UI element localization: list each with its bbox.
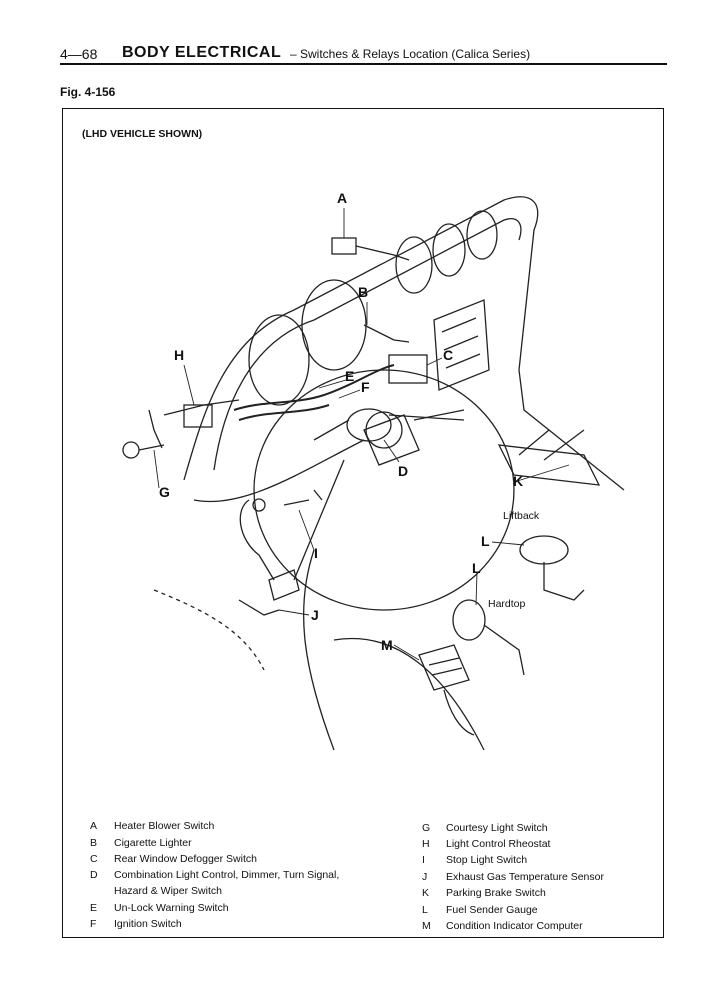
callout-m: M <box>381 637 393 653</box>
figure-note: (LHD VEHICLE SHOWN) <box>82 128 203 140</box>
callout-b: B <box>358 284 369 300</box>
page-number: 4—68 <box>60 46 98 62</box>
section-subtitle: – Switches & Relays Location (Calica Ser… <box>290 47 531 61</box>
callout-c: C <box>443 347 454 363</box>
figure-frame <box>62 108 664 938</box>
hardtop-label: Hardtop <box>488 598 526 610</box>
callout-a: A <box>337 190 348 206</box>
callout-f: F <box>361 379 370 395</box>
liftback-label: Liftback <box>503 510 540 522</box>
header-rule <box>60 63 667 65</box>
callout-i: I <box>314 545 318 561</box>
callout-j: J <box>311 607 319 623</box>
page-header: 4—68 BODY ELECTRICAL – Switches & Relays… <box>60 44 666 64</box>
figure-number: Fig. 4-156 <box>60 85 116 99</box>
callout-d: D <box>398 463 409 479</box>
callout-e: E <box>345 368 355 384</box>
callout-g: G <box>159 484 170 500</box>
callout-k: K <box>513 473 524 489</box>
dashboard-exploded-drawing <box>122 196 625 751</box>
callout-h: H <box>174 347 185 363</box>
callout-l-liftback: L <box>481 533 490 549</box>
section-title: BODY ELECTRICAL <box>122 44 282 61</box>
callout-l-hardtop: L <box>472 560 481 576</box>
